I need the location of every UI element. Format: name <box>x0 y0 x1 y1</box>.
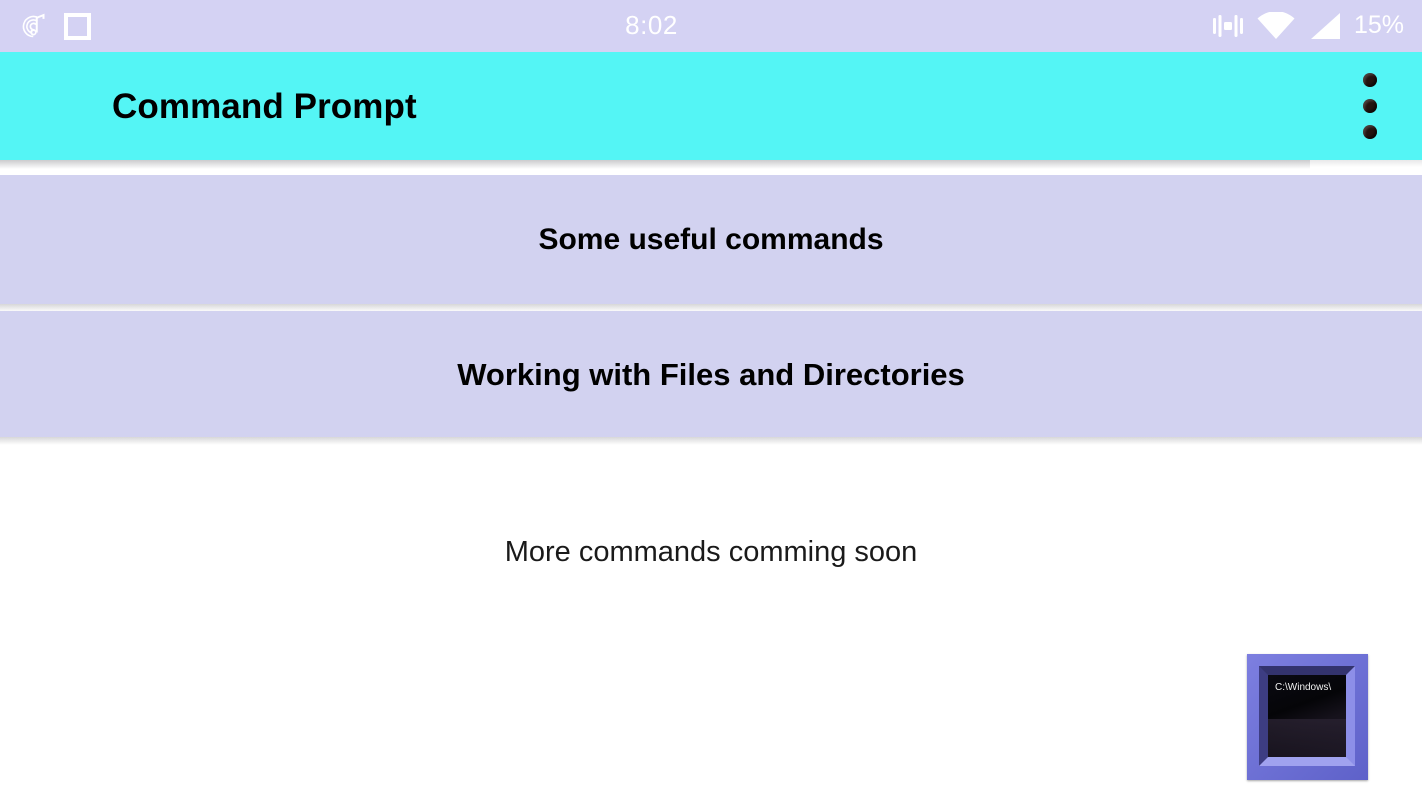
stop-square-icon <box>64 12 91 40</box>
app-bar-shadow <box>0 160 1310 169</box>
wifi-icon <box>1257 12 1295 40</box>
command-prompt-icon-path-text: C:\Windows\ <box>1275 682 1332 693</box>
status-bar-left-icons <box>0 11 91 41</box>
page-title: Command Prompt <box>112 86 417 126</box>
status-bar-clock: 8:02 <box>625 10 678 40</box>
command-prompt-icon-screen: C:\Windows\ <box>1268 675 1346 757</box>
overflow-dot-icon <box>1363 125 1377 139</box>
command-prompt-icon[interactable]: C:\Windows\ <box>1247 654 1368 780</box>
app-bar: Command Prompt <box>0 52 1422 160</box>
status-bar: 8:02 15% <box>0 0 1422 52</box>
status-bar-right-icons: 15% <box>1212 12 1422 40</box>
command-prompt-icon-bevel: C:\Windows\ <box>1259 666 1355 766</box>
list-item-some-useful-commands[interactable]: Some useful commands <box>0 175 1422 312</box>
list-item-working-with-files-and-directories[interactable]: Working with Files and Directories <box>0 311 1422 445</box>
overflow-menu-button[interactable] <box>1352 69 1388 143</box>
music-note-record-icon <box>20 11 50 41</box>
app-bar-shadow-edge <box>1310 160 1422 167</box>
cellular-signal-icon <box>1308 12 1341 40</box>
card-title: Working with Files and Directories <box>457 356 965 392</box>
command-prompt-icon-screen-glow <box>1268 719 1346 757</box>
overflow-dot-icon <box>1363 73 1377 87</box>
coming-soon-note: More commands comming soon <box>504 536 918 568</box>
vibrate-icon <box>1212 13 1244 39</box>
card-title: Some useful commands <box>538 222 884 256</box>
overflow-dot-icon <box>1363 99 1377 113</box>
battery-percentage: 15% <box>1353 10 1404 39</box>
